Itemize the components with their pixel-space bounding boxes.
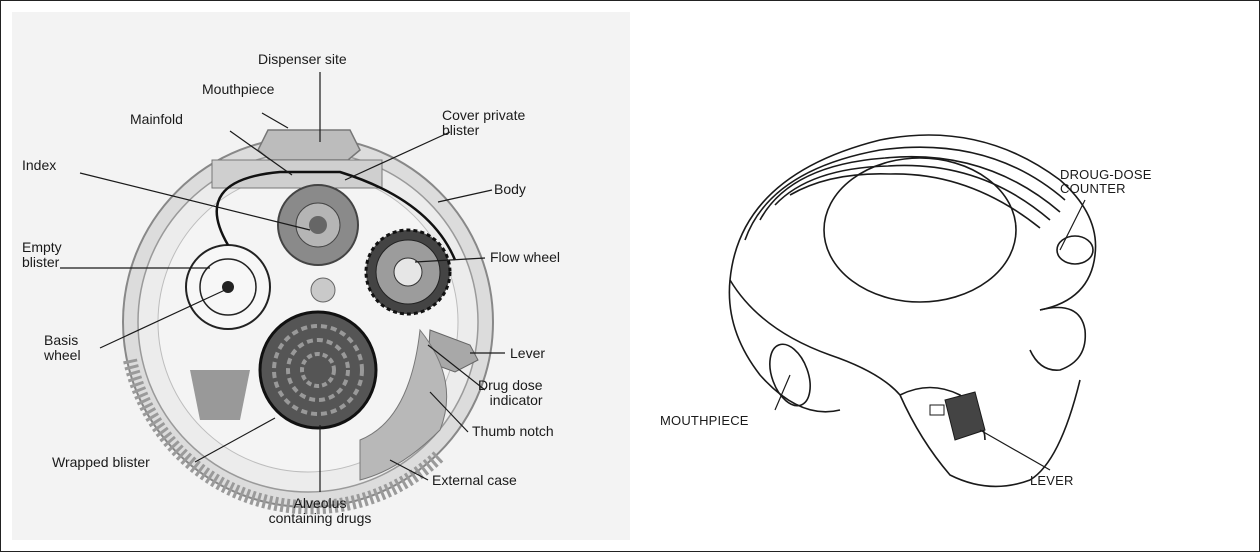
label-mainfold: Mainfold bbox=[130, 112, 183, 127]
exterior-ridge-3 bbox=[775, 165, 1050, 220]
leader-mouthpiece bbox=[262, 113, 288, 128]
label-external-case: External case bbox=[432, 473, 517, 488]
left-case-block bbox=[190, 370, 250, 420]
label-index: Index bbox=[22, 158, 56, 173]
lever-grip-shape bbox=[945, 392, 985, 440]
label-dispenser-site: Dispenser site bbox=[258, 52, 347, 67]
label-alveolus-containing-drugs: Alveolus containing drugs bbox=[254, 496, 386, 526]
lever-grip-slot bbox=[930, 405, 944, 415]
leader-body bbox=[438, 190, 492, 202]
wrapped-blister bbox=[260, 312, 376, 428]
label-cover-private-blister: Cover private blister bbox=[442, 108, 525, 138]
leader-exterior-lever bbox=[980, 430, 1050, 470]
mouthpiece-shape bbox=[258, 130, 360, 160]
exterior-center-window bbox=[824, 158, 1016, 302]
label-exterior-lever: LEVER bbox=[1030, 474, 1074, 488]
label-lever: Lever bbox=[510, 346, 545, 361]
index-wheel-center bbox=[309, 216, 327, 234]
label-body: Body bbox=[494, 182, 526, 197]
inhaler-exterior-drawing bbox=[729, 135, 1095, 486]
exterior-top-outline bbox=[730, 135, 1096, 310]
right-leader-lines bbox=[775, 200, 1085, 470]
exterior-left-side bbox=[729, 280, 840, 412]
exterior-lever-grip bbox=[930, 392, 985, 440]
label-thumb-notch: Thumb notch bbox=[472, 424, 554, 439]
label-flow-wheel: Flow wheel bbox=[490, 250, 560, 265]
label-exterior-mouthpiece: MOUTHPIECE bbox=[660, 414, 749, 428]
label-basis-wheel: Basis wheel bbox=[44, 333, 81, 363]
label-empty-blister: Empty blister bbox=[22, 240, 62, 270]
label-droug-dose-counter: DROUG-DOSE COUNTER bbox=[1060, 168, 1152, 196]
exterior-ridge-4 bbox=[790, 174, 1040, 228]
exterior-bottom-outline bbox=[730, 280, 1080, 486]
mainfold-shape bbox=[212, 160, 382, 188]
label-drug-dose-indicator: Drug dose indicator bbox=[478, 378, 543, 408]
exterior-lever-loop bbox=[1030, 308, 1085, 371]
dose-counter-window bbox=[1057, 236, 1093, 264]
label-mouthpiece: Mouthpiece bbox=[202, 82, 274, 97]
center-pin bbox=[311, 278, 335, 302]
label-wrapped-blister: Wrapped blister bbox=[52, 455, 150, 470]
leader-droug-dose-counter bbox=[1060, 200, 1085, 250]
